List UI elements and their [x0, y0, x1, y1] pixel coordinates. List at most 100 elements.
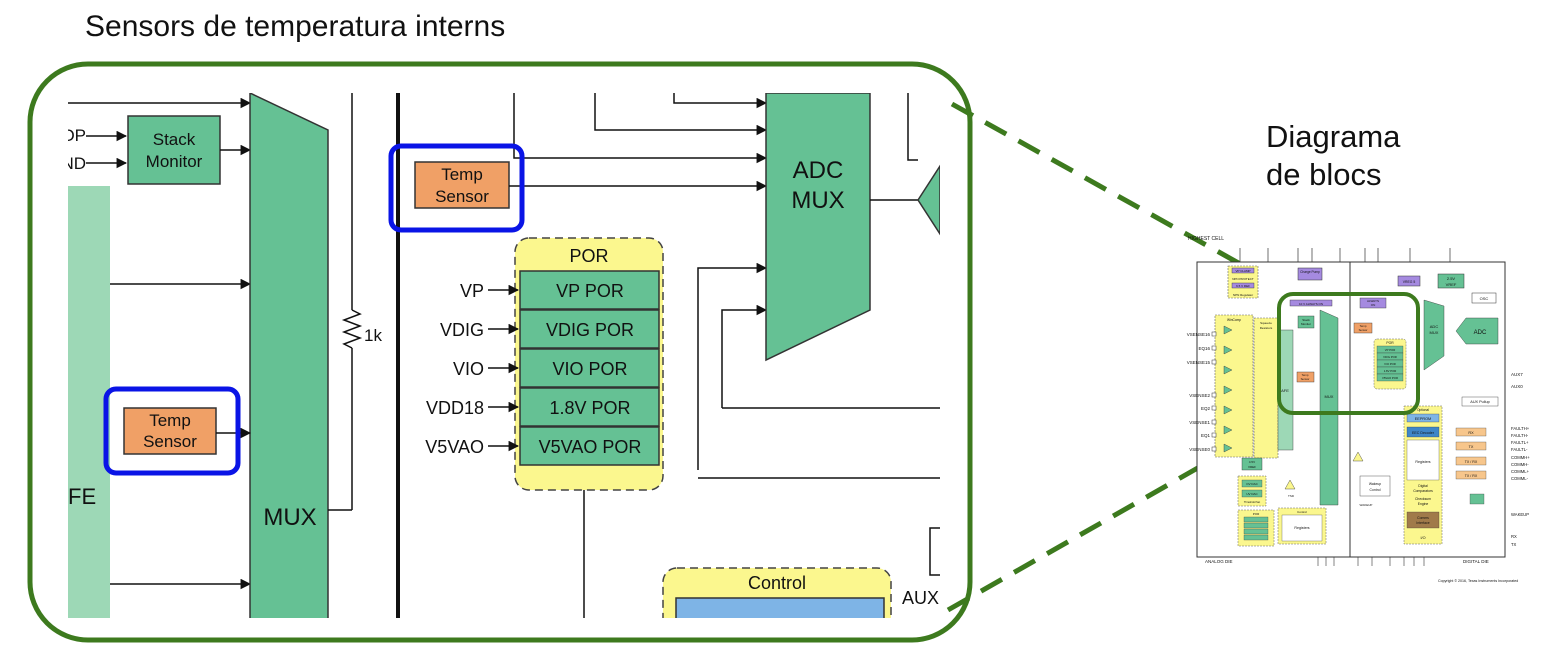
- por-title: POR: [569, 246, 608, 266]
- left-pin-op: OP: [61, 126, 86, 145]
- mini-fault-pin: COMML-: [1511, 476, 1529, 481]
- por-row-label: VDIG POR: [546, 320, 634, 340]
- mini-left-pin: VSENSE0: [1189, 447, 1210, 452]
- afe-block: [68, 186, 110, 618]
- mini-stack-monitor-l1: Stack: [1302, 318, 1310, 322]
- mini-por-row: VIO POR: [1384, 362, 1396, 366]
- mini-left-pin: VSENSE15: [1187, 360, 1211, 365]
- mini-always-on-left: 10 V ALWAYS ON: [1299, 302, 1323, 306]
- temp-sensor-left-line1: Temp: [149, 411, 191, 430]
- mini-tx: TX: [1469, 445, 1474, 449]
- mini-left-pin: EQ1: [1201, 433, 1211, 438]
- mini-temp-sensor-b-l2: Sensor: [1359, 328, 1368, 332]
- por-row-label: VP POR: [556, 281, 624, 301]
- mini-por-row: 1.8V POR: [1384, 369, 1397, 373]
- temp-sensor-left-line2: Sensor: [143, 432, 197, 451]
- temp-sensor-right-line2: Sensor: [435, 187, 489, 206]
- por-row-box: [519, 426, 660, 466]
- mini-control: Control: [1297, 510, 1307, 514]
- mini-npn-protect: NPN PROTECT: [1232, 277, 1254, 281]
- mini-analog-die: ANALOG DIE: [1205, 559, 1233, 564]
- mini-optional: Optional: [1417, 408, 1429, 412]
- stack-monitor-line1: Stack: [153, 130, 196, 149]
- aux-fragment: AUX: [902, 588, 939, 608]
- mini-highlight-frame: [1277, 292, 1420, 415]
- block-diagram-label: Diagrama de blocs: [1266, 118, 1400, 194]
- mini-left-pin: VSENSE1: [1189, 420, 1210, 425]
- control-registers-block: [675, 597, 885, 618]
- zoom-detail: FE Stack Monitor OP ND MUX 1k Temp Senso…: [61, 93, 940, 618]
- mini-por-title: POR: [1386, 341, 1394, 345]
- por-row-label: 1.8V POR: [549, 398, 630, 418]
- mini-wakeup-label: WAKEUP: [1360, 503, 1373, 507]
- stack-monitor-line2: Monitor: [146, 152, 203, 171]
- mini-registers: Registers: [1415, 460, 1430, 464]
- mux-block: [249, 93, 329, 618]
- page-title: Sensors de temperatura interns: [85, 10, 506, 43]
- mini-temp-sensor-a-l2: Sensor: [1301, 377, 1310, 381]
- mini-comms-l1: Comms: [1417, 516, 1429, 520]
- block-diagram-label-line1: Diagrama: [1266, 119, 1401, 154]
- mini-left-pin: EQ16: [1198, 346, 1210, 351]
- mini-always-on-right-l1: ALWAYS: [1367, 299, 1379, 303]
- mini-por-row: V5VAO POR: [1382, 376, 1398, 380]
- temp-sensor-highlight-left: [103, 386, 241, 476]
- block-diagram-label-line2: de blocs: [1266, 157, 1382, 192]
- temp-sensor-left: [123, 407, 217, 455]
- mini-warning-icon: [1284, 479, 1296, 490]
- mini-block-diagram: HIGHEST CELL VP CLAMP NPN PROTECT 6.5 V …: [1187, 236, 1531, 583]
- mini-rx-pin: RX: [1511, 534, 1517, 539]
- mini-adc-mux-l1: ADC: [1430, 324, 1439, 329]
- mini-digital-die: DIGITAL DIE: [1463, 559, 1489, 564]
- mini-fault-pin: FAULTL+: [1511, 440, 1529, 445]
- mini-digital-comp-l1: Digital: [1418, 484, 1428, 488]
- mini-por-row: VDIG POR: [1383, 355, 1397, 359]
- mini-vref-line1: 2.5V: [1447, 276, 1456, 281]
- por-row-box: [519, 309, 660, 349]
- mini-threshold: Threshold Set: [1244, 500, 1260, 504]
- adc-fragment: [917, 164, 940, 236]
- mini-left-pin: VSENSE2: [1189, 393, 1210, 398]
- left-pin-nd: ND: [61, 154, 86, 173]
- mini-stack-monitor-l2: Monitor: [1301, 322, 1311, 326]
- mini-6v-ref: 6.5 V REF: [1236, 284, 1250, 288]
- temp-sensor-highlight-right: [388, 143, 525, 233]
- mini-tsd: TSD: [1288, 494, 1295, 498]
- mini-vp-clamp: VP CLAMP: [1235, 269, 1250, 273]
- por-rows: VP POR VDIG POR VIO POR 1.8V POR V5VAO P…: [425, 270, 660, 466]
- mini-fault-pin: FAULTL-: [1511, 447, 1528, 452]
- connector-top: [950, 101, 1264, 279]
- mini-rx: RX: [1468, 431, 1474, 435]
- afe-label: FE: [68, 484, 96, 509]
- mini-wakeup-control-l1: Wakeup: [1369, 482, 1381, 486]
- mini-eeprom: EEPROM: [1415, 417, 1431, 421]
- por-row-box: [519, 270, 660, 310]
- mini-temp-sensor-b-l1: Temp: [1360, 324, 1367, 328]
- por-input-label: VP: [460, 281, 484, 301]
- mini-vref45-l1: 4.5V: [1249, 460, 1255, 464]
- por-row-label: VIO POR: [552, 359, 627, 379]
- resistor-label: 1k: [364, 326, 382, 345]
- mini-adc: ADC: [1474, 330, 1487, 336]
- mini-aux-pullup: AUX Pullup: [1470, 400, 1489, 404]
- mux-label: MUX: [263, 504, 316, 531]
- mini-top-left: HIGHEST CELL: [1188, 236, 1224, 242]
- temp-sensor-right-line1: Temp: [441, 165, 483, 184]
- mini-txrx-2: TX / RX: [1465, 474, 1478, 478]
- mini-temp-sensor-a-l1: Temp: [1302, 373, 1309, 377]
- mini-vreg: VREG 5: [1403, 280, 1416, 284]
- mini-eec-decoder: EEC Decoder: [1412, 431, 1435, 435]
- mini-afe: AFE: [1281, 388, 1289, 393]
- mini-fault-pin: COMMH+: [1511, 455, 1530, 460]
- por-input-label: VDD18: [426, 398, 484, 418]
- mini-osc: OSC: [1480, 296, 1489, 301]
- mini-por-row: VP POR: [1385, 348, 1396, 352]
- mini-uv-dac: UV DAC: [1246, 492, 1258, 496]
- mini-npn-regulator: NPN Regulator: [1233, 293, 1253, 297]
- mini-wincomp: WinComp: [1227, 318, 1241, 322]
- mini-fault-pin: FAULTH+: [1511, 426, 1530, 431]
- mini-always-on-right-l2: ON: [1371, 303, 1376, 307]
- por-row-box: [519, 387, 660, 427]
- mini-fault-pin: COMMH-: [1511, 462, 1529, 467]
